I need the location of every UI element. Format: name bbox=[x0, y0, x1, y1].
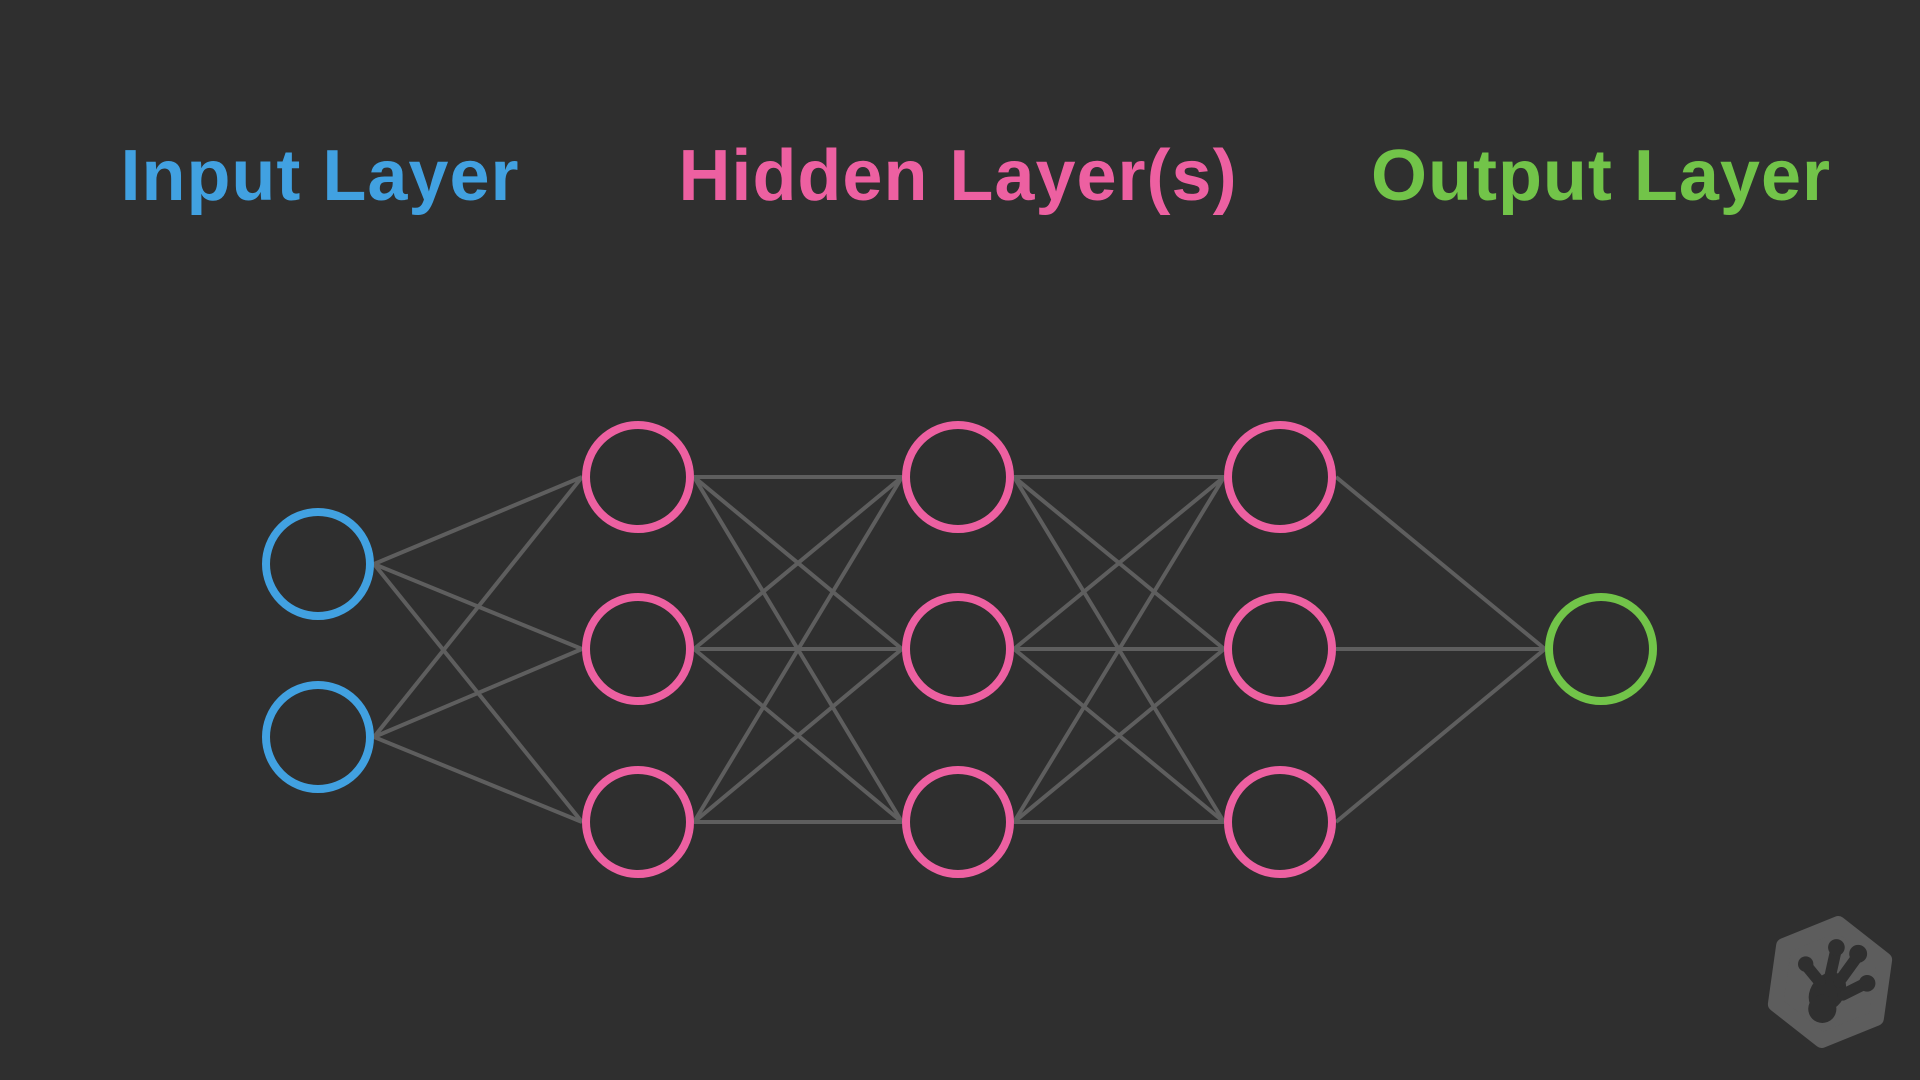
edge-hidden-1-to-hidden-2 bbox=[692, 647, 904, 824]
hidden-2-node-3 bbox=[902, 766, 1014, 878]
edge-hidden-3-to-output bbox=[1334, 647, 1547, 824]
edge-hidden-2-to-hidden-3 bbox=[1012, 475, 1226, 651]
hidden-1-node-2 bbox=[582, 593, 694, 705]
input-node-1 bbox=[262, 508, 374, 620]
nodes bbox=[262, 421, 1657, 878]
edge-input-to-hidden-1 bbox=[373, 647, 583, 739]
hidden-2-node-1 bbox=[902, 421, 1014, 533]
edge-input-to-hidden-1 bbox=[373, 475, 583, 566]
hidden-1-node-3 bbox=[582, 766, 694, 878]
watermark-logo-icon bbox=[1767, 916, 1893, 1048]
output-node-1 bbox=[1545, 593, 1657, 705]
input-node-2 bbox=[262, 681, 374, 793]
edge-hidden-1-to-hidden-2 bbox=[692, 475, 904, 651]
hidden-3-node-2 bbox=[1224, 593, 1336, 705]
edge-hidden-1-to-hidden-2 bbox=[692, 475, 904, 824]
output-layer-label: Output Layer bbox=[1370, 136, 1832, 216]
edge-input-to-hidden-1 bbox=[372, 475, 584, 739]
edge-hidden-3-to-output bbox=[1334, 475, 1547, 651]
hidden-3-node-3 bbox=[1224, 766, 1336, 878]
edge-hidden-2-to-hidden-3 bbox=[1012, 475, 1226, 824]
edge-hidden-2-to-hidden-3 bbox=[1012, 647, 1226, 824]
edge-input-to-hidden-1 bbox=[373, 735, 583, 824]
hidden-1-node-1 bbox=[582, 421, 694, 533]
hidden-layer-label: Hidden Layer(s) bbox=[678, 136, 1238, 216]
hidden-2-node-2 bbox=[902, 593, 1014, 705]
edges bbox=[372, 475, 1547, 824]
hidden-3-node-1 bbox=[1224, 421, 1336, 533]
input-layer-label: Input Layer bbox=[120, 136, 520, 216]
